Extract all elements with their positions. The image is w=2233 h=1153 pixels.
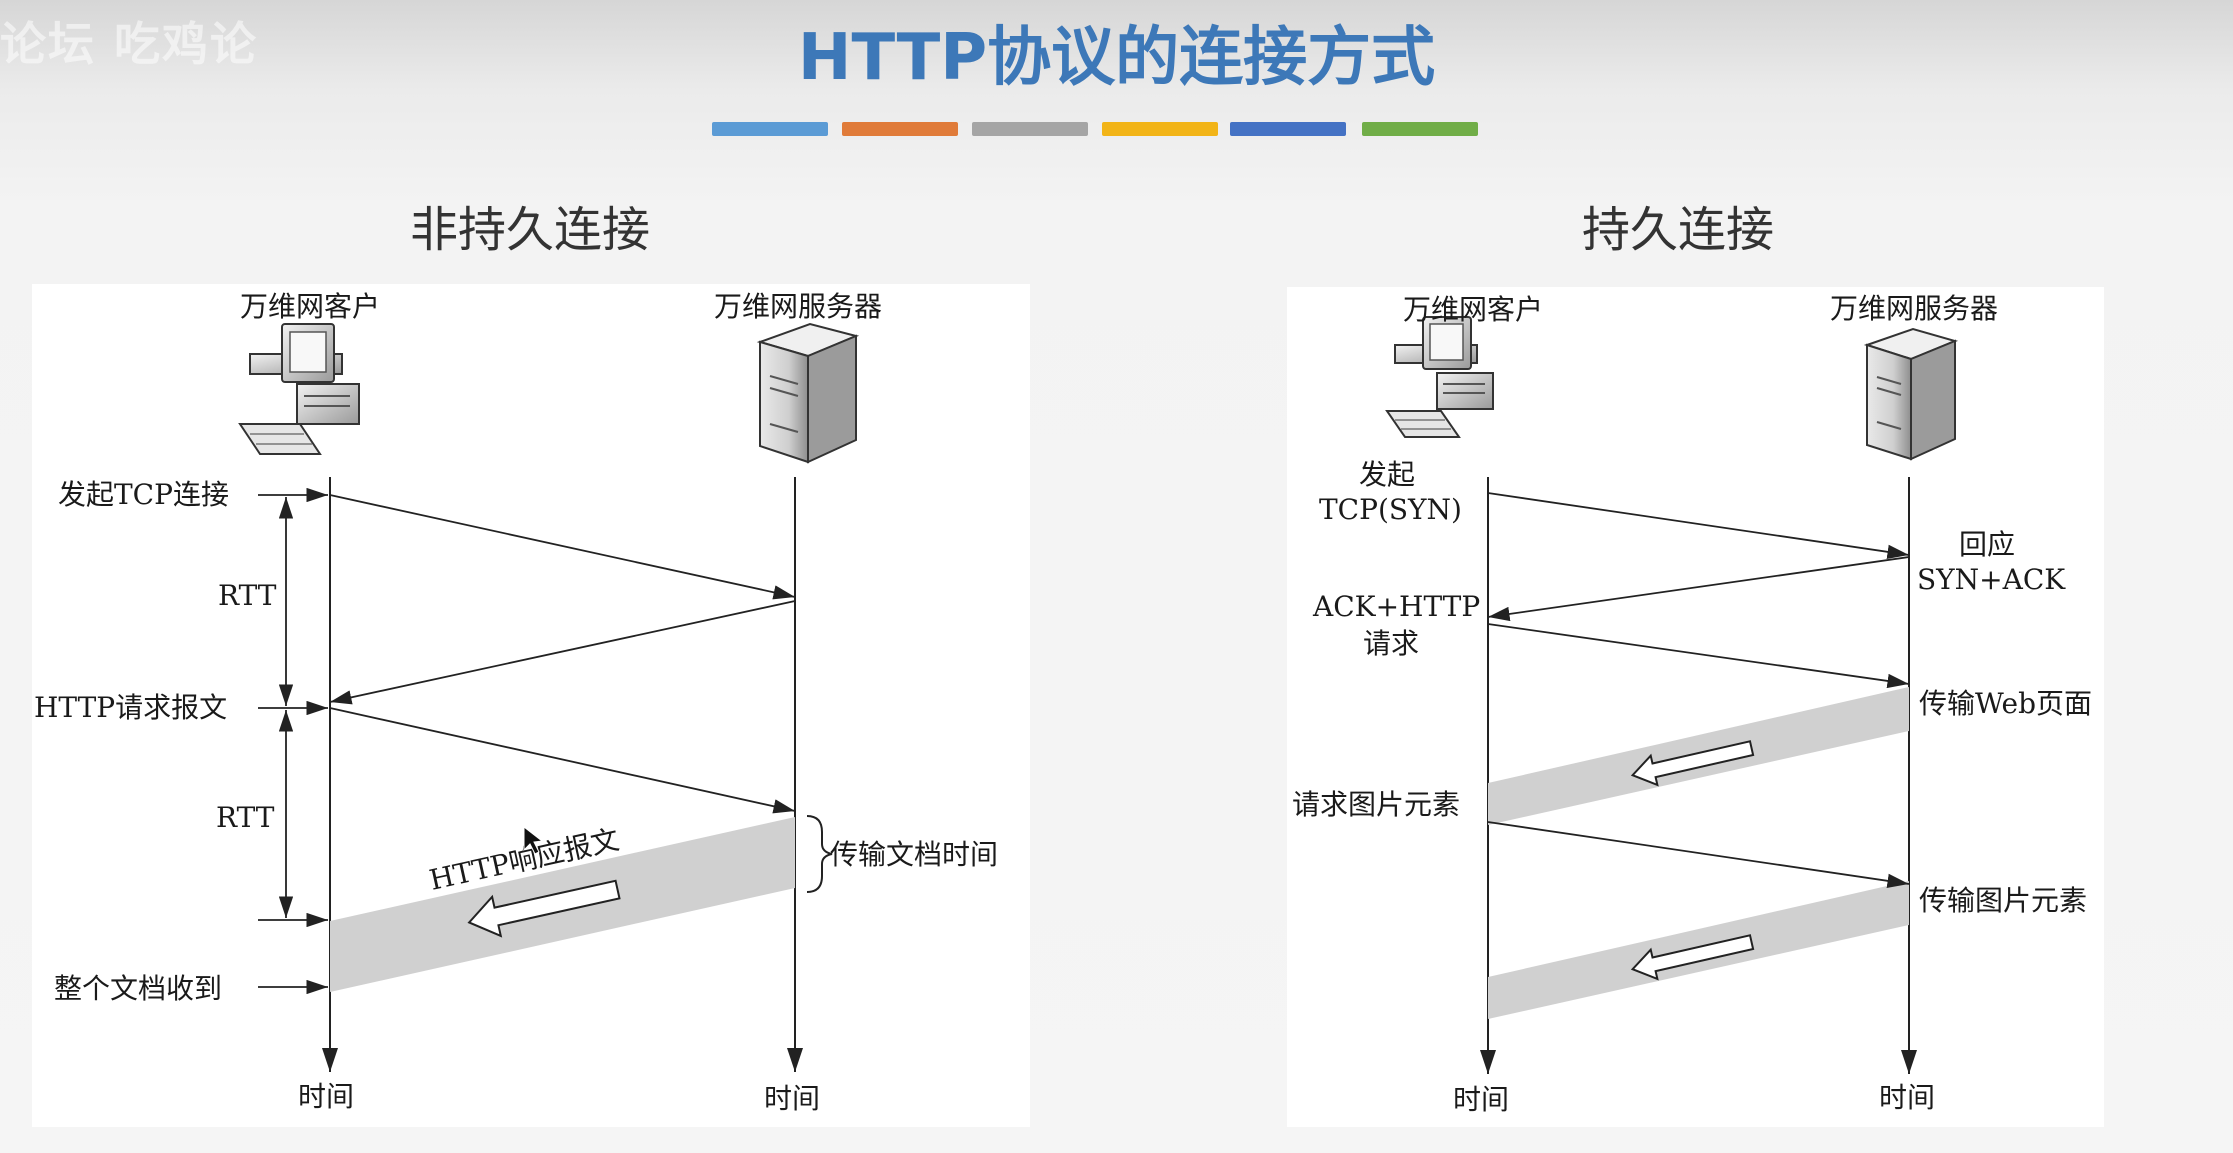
synack-label-line1: 回应 <box>1959 528 2015 561</box>
server-tower-icon <box>1863 327 1959 461</box>
ack-label-line2: 请求 <box>1363 627 1419 660</box>
server-label: 万维网服务器 <box>714 290 882 323</box>
web-page-direction-arrow <box>1630 740 1755 787</box>
syn-label-line1: 发起 <box>1359 458 1415 491</box>
server-time-label: 时间 <box>764 1082 820 1115</box>
server-label: 万维网服务器 <box>1830 292 1998 325</box>
color-bar-6 <box>1362 122 1478 136</box>
client-computer-icon <box>238 323 360 455</box>
request-arrow <box>329 707 796 814</box>
synack-label-line2: SYN+ACK <box>1917 563 2066 596</box>
client-label: 万维网客户 <box>240 290 380 323</box>
slide-title: HTTP协议的连接方式 <box>797 21 1436 95</box>
non-persistent-heading: 非持久连接 <box>410 202 651 258</box>
client-label: 万维网客户 <box>1403 293 1543 326</box>
rtt1-label: RTT <box>218 579 277 612</box>
server-tower-icon <box>756 322 860 464</box>
image-direction-arrow <box>1630 934 1755 981</box>
watermark: 论坛 吃鸡论 <box>0 17 259 71</box>
synack-arrow <box>329 600 796 705</box>
server-time-label: 时间 <box>1879 1081 1935 1114</box>
transfer-image-label: 传输图片元素 <box>1919 884 2087 917</box>
color-bar-4 <box>1102 122 1218 136</box>
rtt2-label: RTT <box>216 801 275 834</box>
mouse-cursor-icon <box>523 825 544 855</box>
color-bar-3 <box>972 122 1088 136</box>
web-page-label: 传输Web页面 <box>1919 687 2092 720</box>
non-persistent-svg: 万维网客户 万维网服务器 发起TCP连接 RTT HTTP请求报文 RTT HT… <box>34 290 998 1115</box>
non-persistent-diagram: 万维网客户 万维网服务器 发起TCP连接 RTT HTTP请求报文 RTT HT… <box>32 284 1030 1127</box>
client-time-label: 时间 <box>1453 1083 1509 1116</box>
client-time-label: 时间 <box>298 1080 354 1113</box>
syn-label-line2: TCP(SYN) <box>1319 493 1462 526</box>
initiate-tcp-label: 发起TCP连接 <box>58 478 229 511</box>
transfer-time-label: 传输文档时间 <box>830 838 998 871</box>
ack-label-line1: ACK+HTTP <box>1312 590 1480 623</box>
color-bar-5 <box>1230 122 1346 136</box>
transfer-time-brace <box>806 815 833 893</box>
ack-request-arrow <box>1487 623 1910 689</box>
persistent-diagram: 万维网客户 万维网服务器 发起 TCP(SYN) 回应 SYN+ACK ACK+… <box>1287 287 2104 1127</box>
http-request-label: HTTP请求报文 <box>34 691 227 724</box>
syn-arrow <box>329 494 796 600</box>
client-computer-icon <box>1385 316 1494 438</box>
color-bar-1 <box>712 122 828 136</box>
request-image-label: 请求图片元素 <box>1292 788 1460 821</box>
syn-arrow <box>1487 492 1910 559</box>
color-bar-2 <box>842 122 958 136</box>
synack-arrow <box>1487 556 1910 622</box>
persistent-svg: 万维网客户 万维网服务器 发起 TCP(SYN) 回应 SYN+ACK ACK+… <box>1292 292 2092 1116</box>
image-request-arrow <box>1487 821 1910 888</box>
response-direction-arrow <box>467 879 621 938</box>
doc-received-label: 整个文档收到 <box>54 972 222 1005</box>
persistent-heading: 持久连接 <box>1582 202 1775 258</box>
